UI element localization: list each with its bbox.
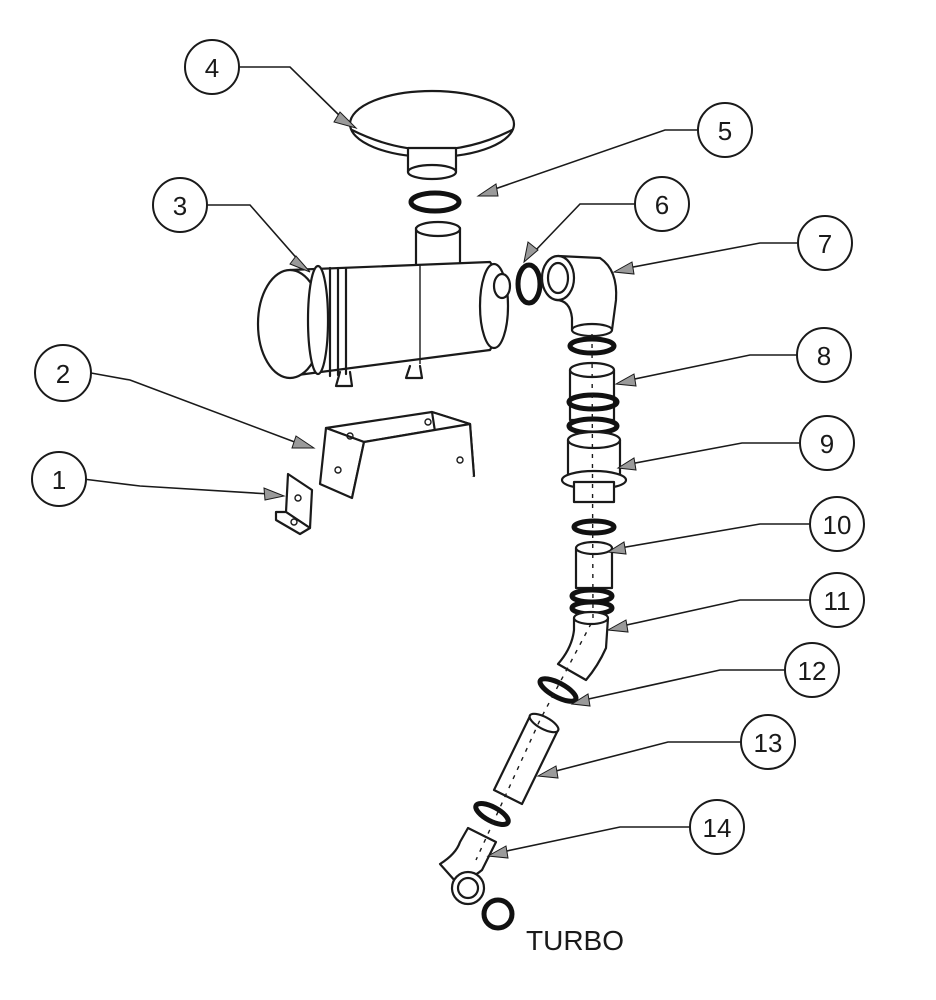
callout-3-label: 3	[173, 191, 187, 221]
part-6-clamp	[515, 262, 543, 306]
callout-4-label: 4	[205, 53, 219, 83]
part-10-coupler	[569, 518, 617, 617]
callout-7-label: 7	[818, 229, 832, 259]
part-11-45-elbow	[556, 610, 610, 682]
part-12-clamp	[537, 676, 579, 704]
callout-9-label: 9	[820, 429, 834, 459]
callout-5-label: 5	[718, 116, 732, 146]
callout-1: 1	[31, 451, 87, 507]
callout-14-label: 14	[703, 813, 732, 843]
callout-11-label: 11	[824, 586, 851, 616]
callout-2-label: 2	[56, 359, 70, 389]
part-5-clamp	[408, 190, 462, 214]
callout-1-label: 1	[52, 465, 66, 495]
part-14-elbow	[438, 801, 515, 931]
callout-13: 13	[740, 714, 796, 770]
callout-6: 6	[634, 176, 690, 232]
callout-3: 3	[152, 177, 208, 233]
callout-10-label: 10	[823, 510, 852, 540]
part-3-air-cleaner	[256, 220, 512, 388]
callout-4: 4	[184, 39, 240, 95]
callout-12: 12	[784, 642, 840, 698]
callout-9: 9	[799, 415, 855, 471]
callout-14: 14	[689, 799, 745, 855]
part-7-elbow	[540, 254, 618, 338]
callout-5: 5	[697, 102, 753, 158]
part-8-hose	[566, 336, 620, 436]
callout-10: 10	[809, 496, 865, 552]
callout-7: 7	[797, 215, 853, 271]
part-1-angle-bracket	[274, 472, 314, 536]
part-4-rain-cap	[348, 89, 516, 181]
callout-13-label: 13	[754, 728, 783, 758]
part-13-hose	[492, 712, 560, 806]
part-2-bracket	[318, 410, 476, 500]
part-9-hump-hose	[560, 430, 628, 504]
callout-8: 8	[796, 327, 852, 383]
callout-2: 2	[34, 344, 92, 402]
leader-lines	[82, 66, 810, 859]
callout-11: 11	[809, 572, 865, 628]
callout-12-label: 12	[798, 656, 827, 686]
callout-8-label: 8	[817, 341, 831, 371]
callout-6-label: 6	[655, 190, 669, 220]
turbo-label: TURBO	[526, 925, 624, 956]
